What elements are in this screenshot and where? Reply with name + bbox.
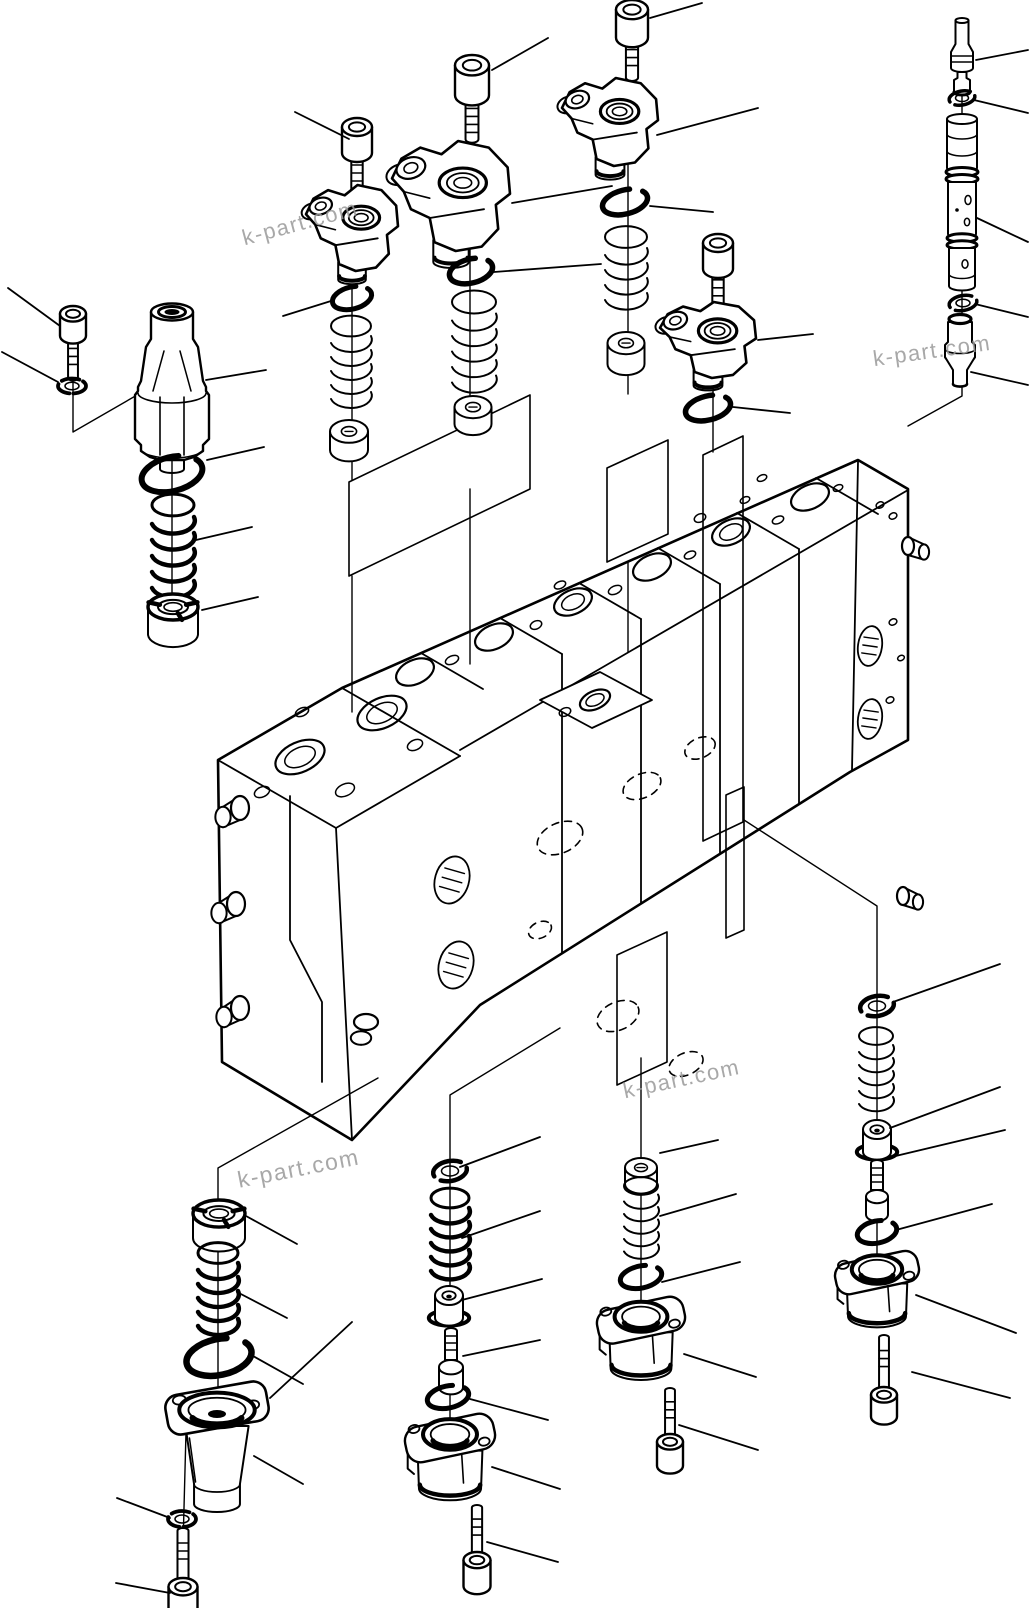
part-bushing [426, 1285, 472, 1328]
separator-plates [348, 394, 745, 1086]
valve-block [210, 458, 931, 1142]
part-o-ring [138, 452, 206, 496]
part-socket-bolt [655, 1387, 685, 1475]
part-socket-bolt [167, 1527, 199, 1608]
part-socket-bolt [869, 1334, 899, 1426]
part-fitting [944, 312, 976, 388]
part-socket-bolt [462, 1504, 492, 1596]
part-valve-cover [300, 183, 400, 286]
part-spring-seat [453, 395, 493, 437]
part-spring [858, 1026, 895, 1113]
part-valve-cover [654, 300, 758, 392]
part-spring [623, 1176, 660, 1260]
part-spring-seat [606, 331, 646, 377]
parts [56, 0, 980, 1608]
part-spring-seat-nut [146, 592, 200, 649]
port [856, 625, 884, 667]
part-o-ring [183, 1334, 255, 1380]
plug [900, 535, 931, 561]
part-o-ring [617, 1262, 665, 1292]
part-adjusting-screw [865, 1159, 889, 1223]
part-spring [330, 314, 373, 409]
part-o-ring [599, 186, 651, 218]
part-washer [166, 1509, 198, 1529]
part-end-cover [833, 1249, 921, 1329]
part-end-cover [595, 1295, 687, 1381]
part-o-ring [854, 1217, 900, 1247]
part-o-ring [329, 283, 375, 313]
part-pilot-poppet [950, 17, 974, 97]
watermark-text: k-part.com [621, 1054, 743, 1103]
watermark-text: k-part.com [235, 1144, 361, 1193]
plug [349, 1012, 380, 1046]
part-o-ring [424, 1382, 472, 1412]
part-socket-bolt [453, 53, 491, 144]
part-spring-seat [329, 419, 369, 463]
part-spring [428, 1186, 473, 1282]
part-snap-ring [947, 293, 979, 313]
part-end-cover [403, 1412, 497, 1502]
watermark-text: k-part.com [871, 330, 992, 371]
part-spring-seat [624, 1157, 658, 1195]
part-snap-ring [857, 993, 897, 1019]
part-washer [56, 376, 88, 396]
part-valve-cover [385, 139, 512, 269]
part-spring [195, 1241, 241, 1338]
part-socket-bolt [614, 0, 650, 82]
part-valve-spool [944, 113, 980, 292]
plug [210, 890, 247, 925]
part-spring [451, 289, 498, 394]
part-snap-ring [430, 1158, 470, 1184]
port [433, 855, 471, 905]
port [437, 940, 475, 990]
part-o-ring [446, 255, 496, 287]
part-valve-cover [556, 76, 660, 181]
plug [214, 794, 251, 829]
part-socket-bolt [701, 232, 735, 310]
part-socket-bolt [58, 304, 88, 382]
plug [895, 885, 925, 911]
part-bushing [854, 1119, 900, 1162]
part-o-ring [682, 392, 734, 424]
part-relief-valve-body [133, 302, 211, 474]
part-spring [604, 225, 649, 311]
part-slotted-nut [191, 1198, 247, 1253]
part-snap-ring [947, 88, 977, 108]
plug [215, 994, 251, 1029]
part-valve-sleeve [164, 1380, 270, 1513]
port [856, 698, 884, 740]
part-spring [149, 492, 197, 600]
part-adjusting-screw [438, 1327, 464, 1396]
